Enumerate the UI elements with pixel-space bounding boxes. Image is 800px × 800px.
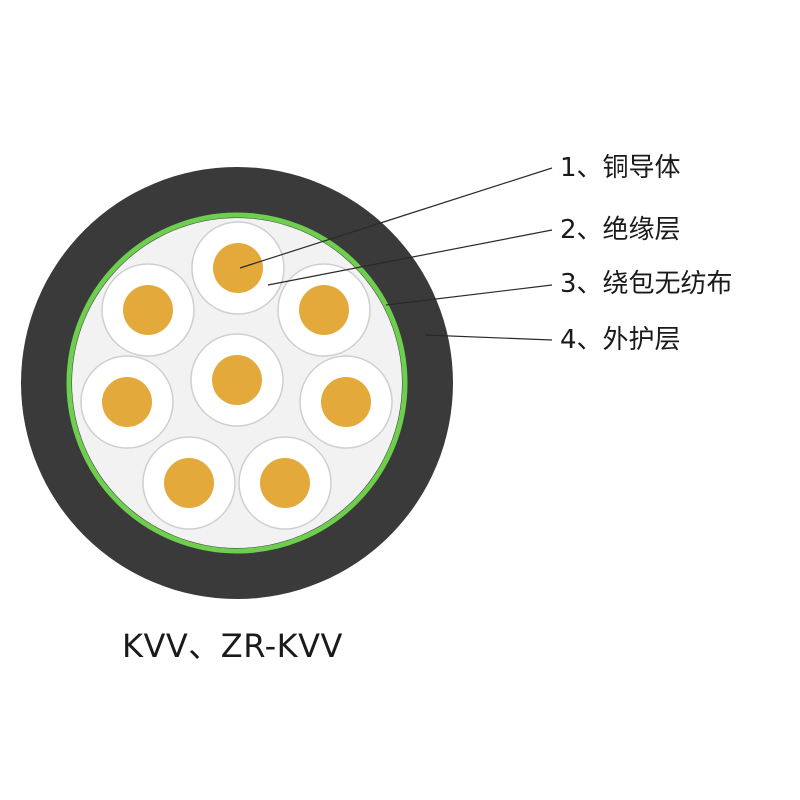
copper-conductor: [299, 285, 349, 335]
copper-conductor: [164, 458, 214, 508]
core: [191, 221, 285, 315]
callout-label-outer-sheath: 4、外护层: [560, 327, 681, 353]
callout-number: 1、: [560, 153, 603, 183]
leader-line-copper-conductor: [239, 167, 553, 269]
callout-text: 绕包无纺布: [602, 269, 733, 299]
cable-model-label: KVV、ZR-KVV: [122, 627, 343, 665]
callout-number: 3、: [560, 269, 603, 299]
callout-label-insulation: 2、绝缘层: [560, 217, 681, 243]
core: [190, 333, 284, 427]
copper-conductor: [102, 377, 152, 427]
core: [238, 436, 332, 530]
callout-number: 4、: [560, 325, 603, 355]
callout-text: 铜导体: [602, 153, 681, 183]
callout-number: 2、: [560, 215, 603, 245]
callout-label-wrap-tape: 3、绕包无纺布: [560, 271, 733, 297]
leader-line-outer-sheath: [424, 334, 553, 341]
core: [101, 263, 195, 357]
callout-text: 绝缘层: [602, 215, 681, 245]
leader-lines: [239, 167, 553, 341]
core: [299, 355, 393, 449]
copper-conductor: [212, 355, 262, 405]
copper-conductor: [321, 377, 371, 427]
callout-text: 外护层: [602, 325, 681, 355]
core: [277, 263, 371, 357]
core: [80, 355, 174, 449]
copper-conductor: [123, 285, 173, 335]
non-woven-wrap-tape: [66, 212, 408, 554]
leader-line-insulation: [267, 229, 553, 286]
core: [142, 436, 236, 530]
copper-conductor: [260, 458, 310, 508]
callout-label-copper-conductor: 1、铜导体: [560, 155, 681, 181]
copper-conductor: [213, 243, 263, 293]
cores: [80, 221, 393, 530]
leader-line-wrap-tape: [385, 284, 553, 306]
